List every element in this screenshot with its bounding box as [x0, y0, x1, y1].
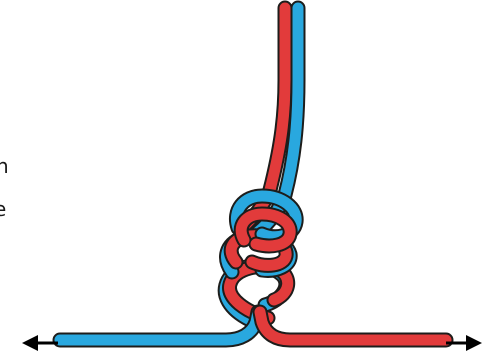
- knot-body: [225, 196, 296, 320]
- working-end-blue: [60, 312, 258, 340]
- working-end-red: [260, 312, 446, 340]
- left-arrow-icon: [22, 335, 58, 351]
